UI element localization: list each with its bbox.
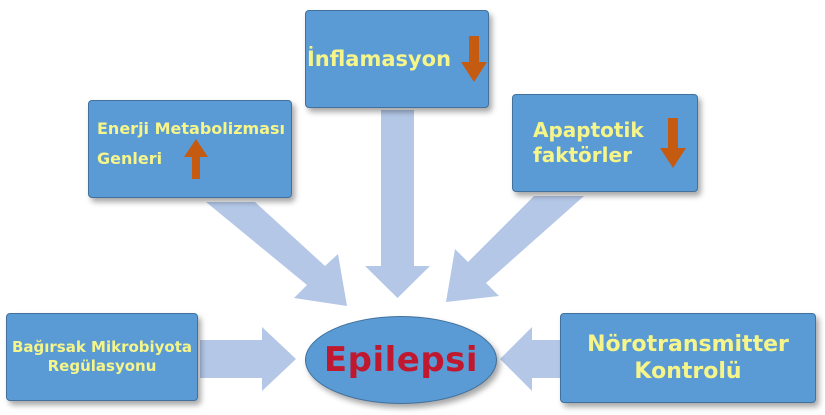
apoptotic-line2: faktörler [533, 143, 632, 167]
neuro-line2: Kontrolü [634, 359, 742, 384]
connector-arrow-apoptotic [446, 196, 584, 302]
decrease-arrow-icon [461, 36, 488, 82]
epilepsy-ellipse: Epilepsi [305, 316, 497, 404]
connector-arrow-energy [206, 202, 347, 306]
microbiota-line1: Bağırsak Mikrobiyota [11, 338, 193, 357]
energy-line1: Enerji Metabolizması [97, 119, 286, 138]
energy-metabolism-box: Enerji Metabolizması Genleri [88, 100, 292, 198]
inflammation-label: İnflamasyon [306, 46, 452, 71]
gut-microbiota-box: Bağırsak Mikrobiyota Regülasyonu [6, 313, 198, 401]
connector-arrow-neuro [500, 327, 560, 391]
increase-arrow-icon [184, 139, 209, 179]
apoptotic-factors-box: Apaptotik faktörler [512, 94, 698, 192]
microbiota-line2: Regülasyonu [47, 357, 157, 375]
apoptotic-line1: Apaptotik [533, 118, 644, 142]
energy-line2: Genleri [97, 149, 163, 168]
connector-arrow-microbiota [200, 327, 296, 391]
epilepsy-label: Epilepsi [323, 340, 479, 380]
inflammation-box: İnflamasyon [305, 10, 489, 108]
neuro-line1: Nörotransmitter [587, 331, 789, 357]
neurotransmitter-box: Nörotransmitter Kontrolü [560, 313, 816, 403]
decrease-arrow-icon [659, 118, 686, 168]
connector-arrow-inflammation [365, 110, 430, 298]
